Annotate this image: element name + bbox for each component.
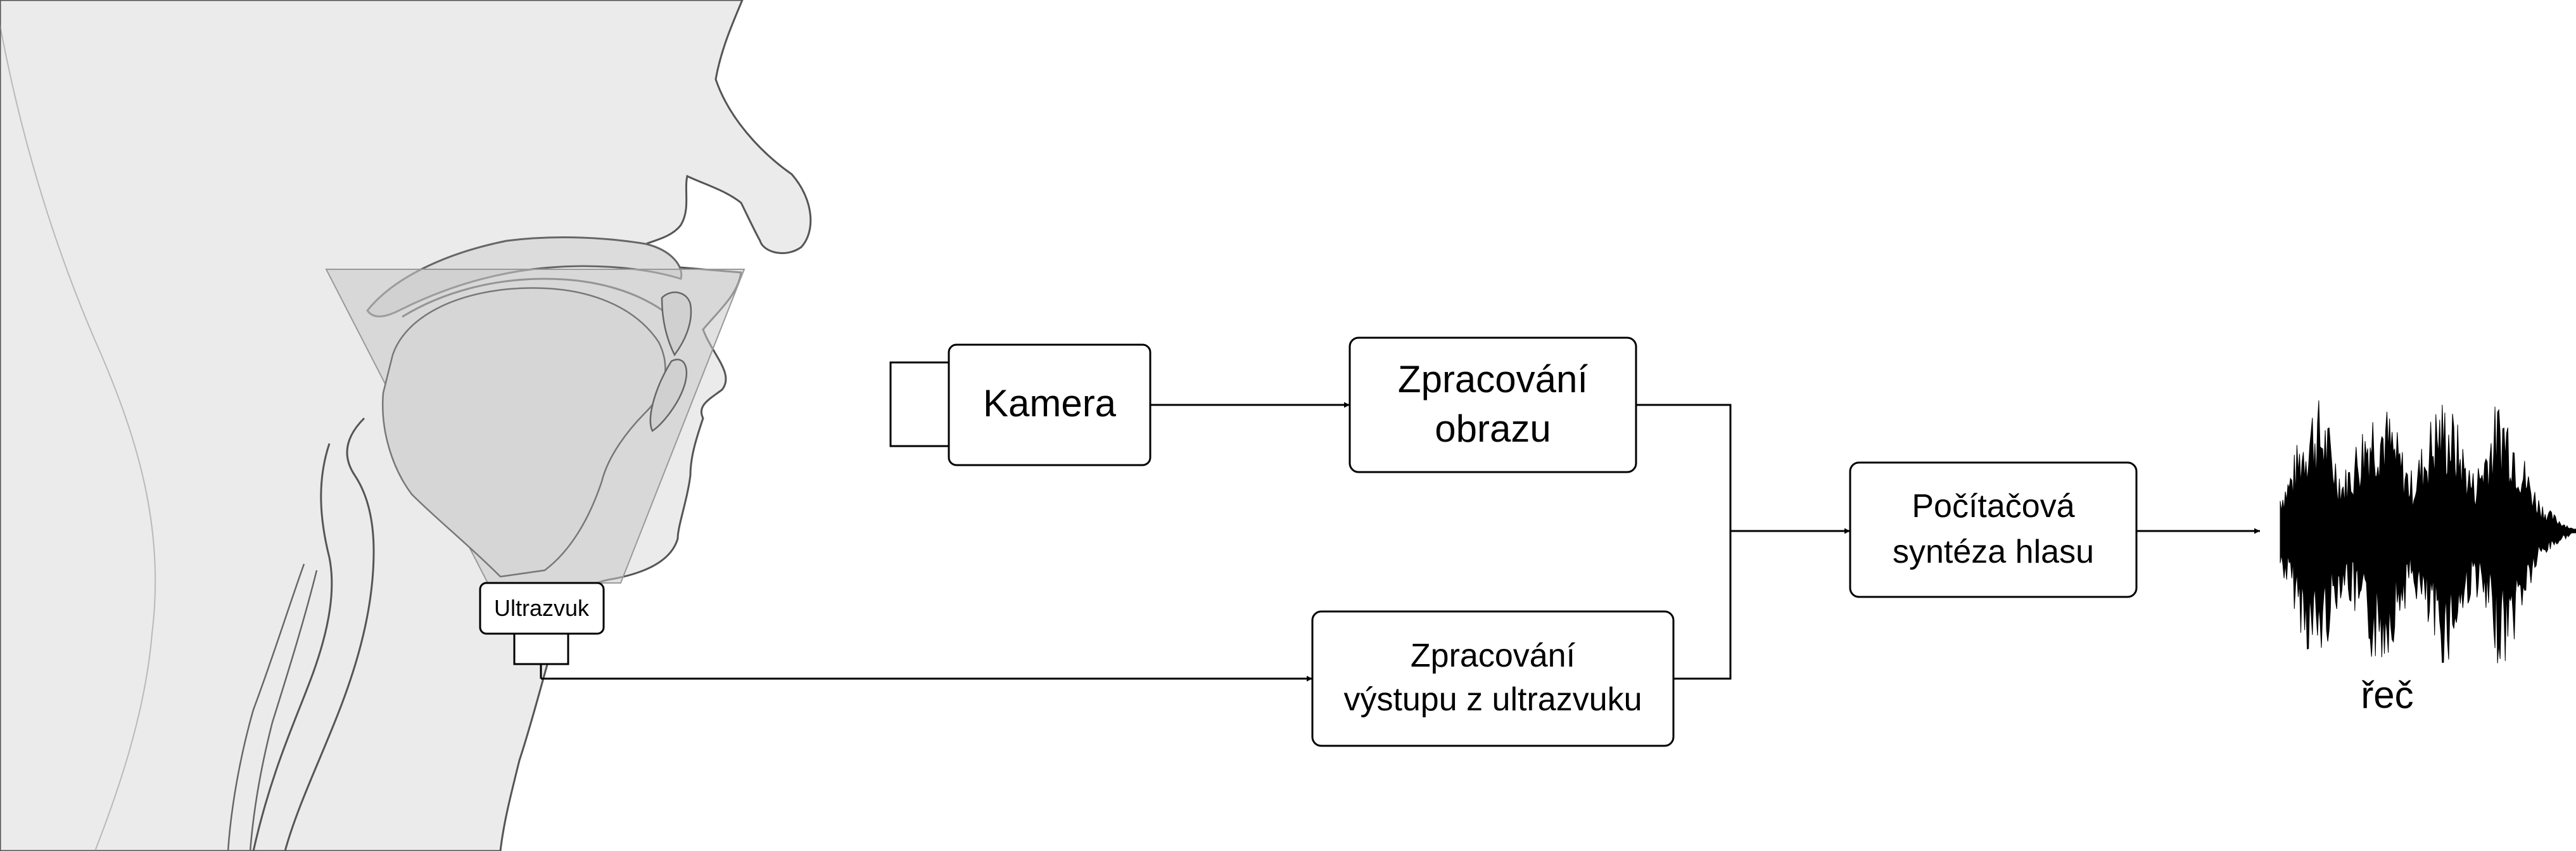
ultrasound-probe-stem (513, 632, 569, 665)
ultrasound-processing-box (1311, 610, 1675, 747)
line-image-processing-to-merge (1636, 404, 1732, 531)
speech-synthesis-block: Počítačová syntéza hlasu (1849, 461, 2138, 598)
ultrasound-processing-block: Zpracování výstupu z ultrazvuku (1311, 610, 1675, 747)
speech-synthesis-line2: syntéza hlasu (1893, 534, 2094, 570)
speech-label: řeč (2361, 674, 2413, 716)
connectors (540, 402, 2260, 682)
ultrasound-label: Ultrazvuk (494, 595, 590, 621)
ultrasound-processing-line2: výstupu z ultrazvuku (1343, 681, 1642, 718)
line-ultrasound-processing-to-merge (1673, 531, 1732, 680)
camera: Kamera (889, 343, 1152, 466)
image-processing-block: Zpracování obrazu (1348, 336, 1637, 473)
speech-synthesis-box (1849, 461, 2138, 598)
speech-synthesis-line1: Počítačová (1912, 488, 2074, 525)
speech-waveform-path (2280, 400, 2576, 663)
speech-waveform (2280, 400, 2576, 663)
image-processing-line1: Zpracování (1398, 358, 1588, 400)
head-profile-illustration (0, 0, 812, 851)
ultrasound-probe: Ultrazvuk (479, 582, 605, 665)
tongue (382, 287, 666, 578)
camera-lens-icon (889, 361, 950, 447)
neck-back-line (0, 25, 156, 851)
lower-lip (649, 359, 688, 432)
pharynx-front (284, 417, 375, 851)
upper-lip (661, 291, 692, 357)
trachea (227, 563, 318, 851)
pharynx-back (252, 443, 333, 851)
camera-label: Kamera (983, 382, 1117, 425)
image-processing-line2: obrazu (1435, 407, 1551, 450)
ultrasound-processing-line1: Zpracování (1411, 637, 1576, 674)
